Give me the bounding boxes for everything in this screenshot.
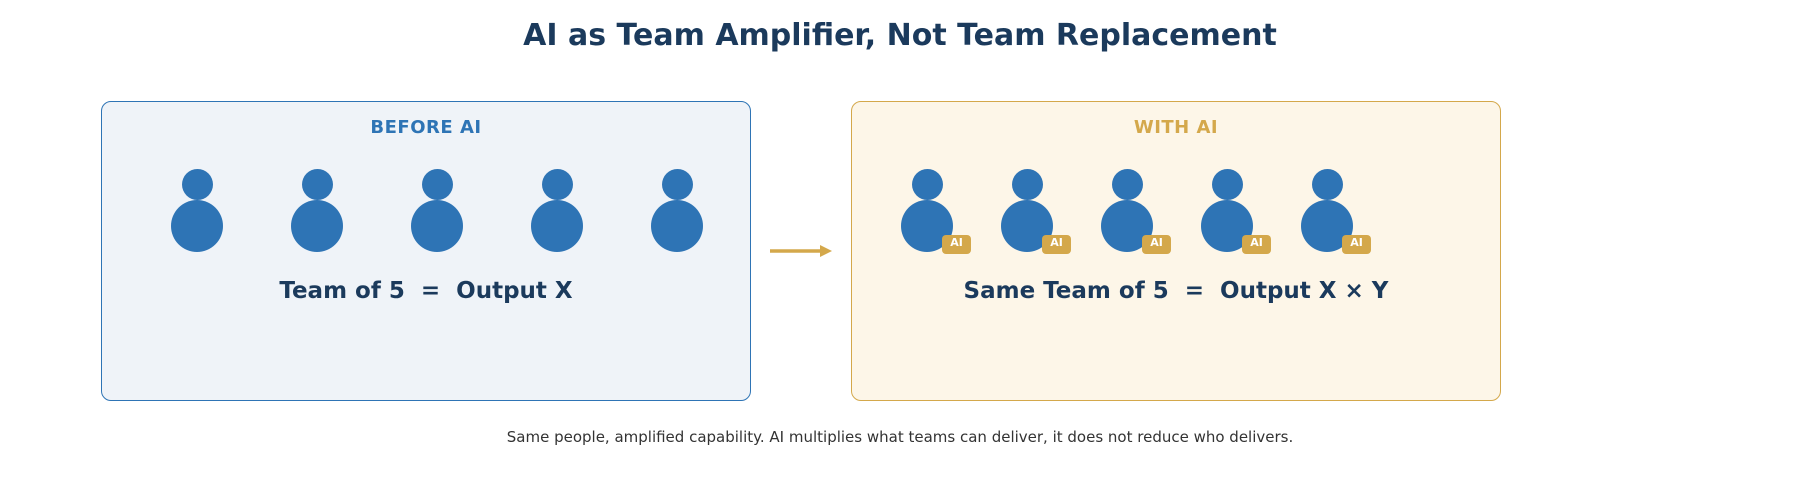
footer-caption: Same people, amplified capability. AI mu…: [506, 428, 1294, 446]
person-head: [1312, 169, 1343, 200]
before-ai-panel: BEFORE AI Team of 5 = Output X: [101, 101, 751, 401]
ai-badge: AI: [942, 235, 971, 254]
person-body: [651, 200, 703, 252]
with-ai-panel: WITH AI AI AI AI AI AI Same Team of 5 = …: [851, 101, 1501, 401]
person-body: [411, 200, 463, 252]
before-equation: Team of 5 = Output X: [279, 278, 573, 304]
person-body: [291, 200, 343, 252]
page-title: AI as Team Amplifier, Not Team Replaceme…: [523, 18, 1277, 53]
person-head: [1012, 169, 1043, 200]
person-head: [1112, 169, 1143, 200]
person-icon: [291, 169, 343, 253]
ai-badge: AI: [1342, 235, 1371, 254]
before-ai-label: BEFORE AI: [370, 117, 482, 138]
with-ai-label: WITH AI: [1133, 117, 1219, 138]
person-icon: AI: [1301, 169, 1371, 254]
with-ai-equation: Same Team of 5 = Output X × Y: [963, 278, 1389, 304]
person-head: [182, 169, 213, 200]
person-icon: [651, 169, 703, 253]
ai-badge: AI: [1242, 235, 1271, 254]
person-head: [542, 169, 573, 200]
ai-badge: AI: [1142, 235, 1171, 254]
person-icon: [411, 169, 463, 253]
person-icon: AI: [1201, 169, 1271, 254]
person-head: [422, 169, 453, 200]
person-head: [912, 169, 943, 200]
person-icon: AI: [1101, 169, 1171, 254]
person-icon: [171, 169, 223, 253]
right-arrow-icon: [770, 245, 832, 257]
person-icon: AI: [1001, 169, 1071, 254]
person-head: [302, 169, 333, 200]
ai-badge: AI: [1042, 235, 1071, 254]
person-head: [662, 169, 693, 200]
person-icon: AI: [901, 169, 971, 254]
person-body: [531, 200, 583, 252]
person-head: [1212, 169, 1243, 200]
person-icon: [531, 169, 583, 253]
person-body: [171, 200, 223, 252]
